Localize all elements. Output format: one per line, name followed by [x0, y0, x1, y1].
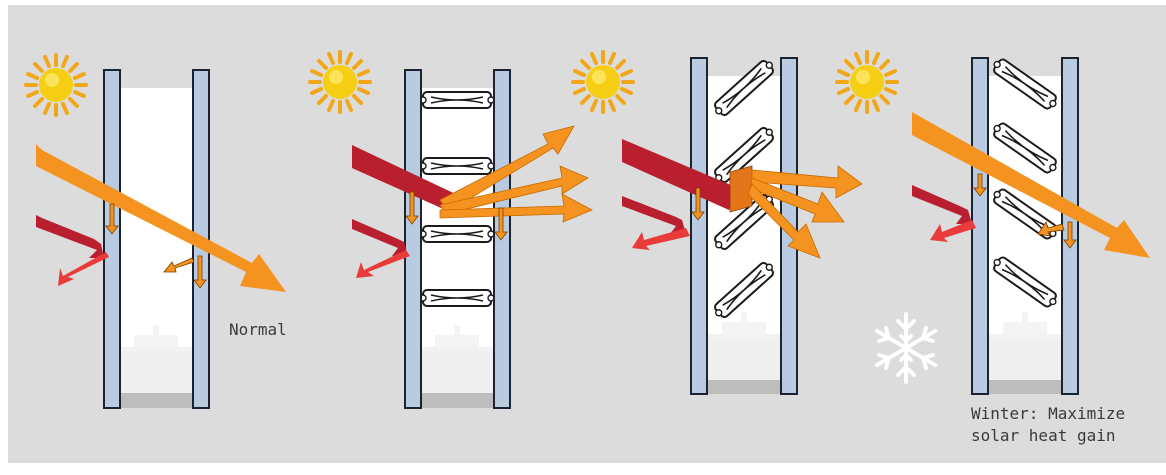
reflected-heat-arrowhead — [632, 228, 690, 250]
reradiated-arrow — [163, 257, 195, 273]
absorption-arrow — [193, 255, 207, 289]
outer-glass-pane — [103, 69, 121, 409]
reflected-light-arrow — [747, 183, 821, 259]
reflected-heat-arrow — [36, 215, 104, 258]
reflected-heat-arrow — [352, 219, 408, 256]
reflected-light-arrow — [749, 177, 845, 223]
reflected-heat-arrow — [622, 139, 738, 210]
floor-sill — [119, 392, 193, 408]
louver-icon — [419, 289, 495, 307]
louver-icon — [419, 91, 495, 109]
absorption-arrow — [494, 207, 508, 241]
label-winter: Winter: Maximize solar heat gain — [971, 403, 1125, 447]
floor-sill — [707, 378, 781, 394]
reflected-heat-arrowhead — [930, 220, 976, 242]
reflected-heat-arrowhead — [356, 250, 410, 278]
sun-icon — [308, 50, 372, 114]
reflected-heat-arrowhead — [58, 252, 109, 286]
sun-icon — [835, 50, 899, 114]
sun-icon — [24, 53, 88, 117]
absorption-arrow — [691, 187, 705, 221]
reflected-heat-arrow — [352, 145, 464, 212]
floor-sill — [420, 392, 494, 408]
panel-louvers-horizontal — [308, 50, 593, 409]
absorption-arrow — [1063, 221, 1077, 249]
outer-glass-pane — [690, 57, 708, 395]
outer-glass-pane — [404, 69, 422, 409]
louver-hit-block — [729, 165, 753, 213]
panel-louvers-angled — [571, 50, 863, 395]
direct-sunlight-arrow — [912, 112, 1150, 258]
label-winter-line2: solar heat gain — [971, 426, 1116, 445]
label-winter-line1: Winter: Maximize — [971, 404, 1126, 423]
sun-icon — [571, 50, 635, 114]
reflected-light-arrow — [751, 165, 863, 199]
direct-sunlight-arrow — [36, 144, 286, 292]
panel-normal — [24, 53, 286, 409]
reradiated-arrow — [1037, 221, 1065, 237]
absorption-arrow — [105, 203, 119, 235]
louver-icon — [419, 157, 495, 175]
floor-sill — [988, 378, 1062, 394]
louver-icon — [419, 225, 495, 243]
absorption-arrow — [973, 173, 987, 197]
panel-winter — [835, 50, 1150, 395]
label-normal: Normal — [229, 320, 287, 339]
reflected-heat-arrow — [912, 185, 972, 224]
absorption-arrow — [405, 191, 419, 225]
reflected-light-arrow — [439, 193, 593, 223]
reflected-heat-arrow — [622, 196, 686, 234]
